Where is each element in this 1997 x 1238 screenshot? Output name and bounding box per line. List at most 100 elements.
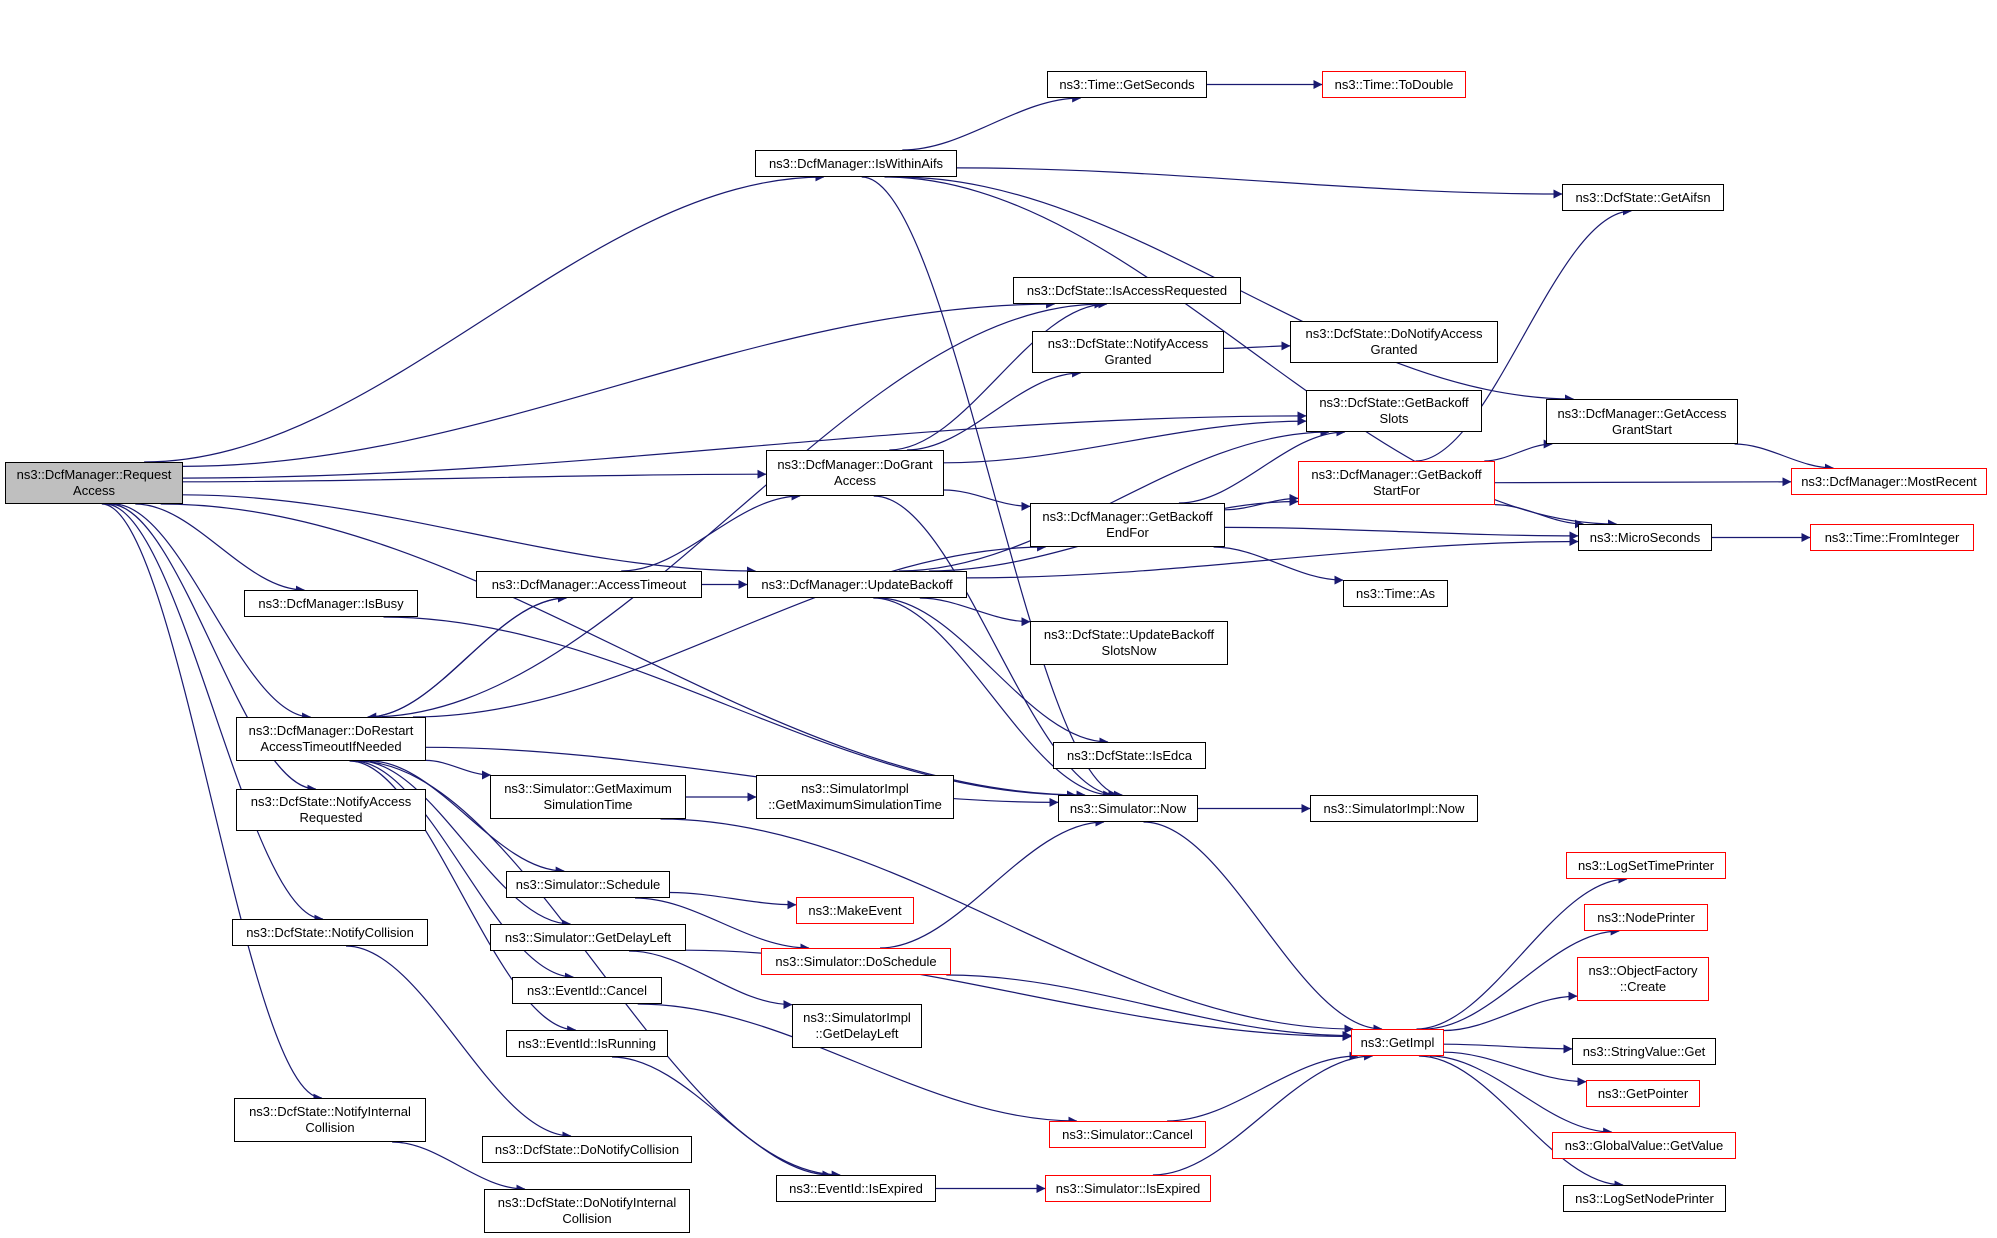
node-sim-now[interactable]: ns3::Simulator::Now bbox=[1058, 795, 1198, 822]
node-do-schedule[interactable]: ns3::Simulator::DoSchedule bbox=[761, 948, 951, 975]
node-most-recent[interactable]: ns3::DcfManager::MostRecent bbox=[1791, 468, 1987, 495]
edge-do-grant-access-to-get-backoff-slots bbox=[943, 416, 1307, 464]
node-label-line: ns3::DcfState::DoNotifyCollision bbox=[494, 1141, 680, 1157]
node-label-line: Access bbox=[834, 473, 876, 488]
node-label-line: ns3::Simulator::Now bbox=[1069, 800, 1187, 816]
node-object-factory-create[interactable]: ns3::ObjectFactory::Create bbox=[1577, 957, 1709, 1001]
node-label-line: ns3::StringValue::Get bbox=[1582, 1043, 1706, 1059]
edge-get-backoff-start-for-to-micro-seconds bbox=[1494, 504, 1584, 529]
node-is-access-requested[interactable]: ns3::DcfState::IsAccessRequested bbox=[1013, 277, 1241, 304]
node-label-line: ns3::Time::ToDouble bbox=[1334, 76, 1454, 92]
node-sim-cancel[interactable]: ns3::Simulator::Cancel bbox=[1049, 1121, 1206, 1148]
node-get-impl[interactable]: ns3::GetImpl bbox=[1351, 1029, 1444, 1056]
edge-do-restart-to-get-max-sim-time bbox=[425, 759, 491, 780]
node-string-value-get[interactable]: ns3::StringValue::Get bbox=[1572, 1038, 1716, 1065]
node-label-line: ns3::DcfManager::GetBackoff bbox=[1311, 467, 1482, 482]
node-label-line: ns3::Simulator::GetMaximum bbox=[504, 781, 672, 796]
edge-request-access-to-notify-access-requested bbox=[109, 503, 317, 794]
node-label-line: ns3::Time::FromInteger bbox=[1824, 529, 1960, 545]
node-time-as[interactable]: ns3::Time::As bbox=[1343, 580, 1448, 607]
edge-sim-now-to-get-impl bbox=[1143, 821, 1383, 1034]
node-label-line: ns3::DcfManager::DoRestart bbox=[248, 723, 414, 738]
node-label-line: ns3::DcfState::UpdateBackoff bbox=[1043, 627, 1215, 642]
node-log-set-time-printer[interactable]: ns3::LogSetTimePrinter bbox=[1566, 852, 1726, 879]
node-schedule[interactable]: ns3::Simulator::Schedule bbox=[506, 871, 670, 898]
node-label-line: ns3::DcfManager::IsBusy bbox=[258, 595, 404, 611]
node-update-backoff[interactable]: ns3::DcfManager::UpdateBackoff bbox=[747, 571, 967, 598]
node-label-line: Collision bbox=[562, 1211, 612, 1226]
edge-request-access-to-do-grant-access bbox=[182, 469, 767, 483]
node-global-value-get-value[interactable]: ns3::GlobalValue::GetValue bbox=[1552, 1132, 1736, 1159]
node-label-line: ns3::DcfState::NotifyCollision bbox=[246, 924, 414, 940]
node-event-id-cancel[interactable]: ns3::EventId::Cancel bbox=[512, 977, 662, 1004]
node-label-line: ns3::SimulatorImpl bbox=[803, 1010, 911, 1025]
node-label-line: EndFor bbox=[1106, 525, 1149, 540]
node-label-line: ns3::Simulator::Schedule bbox=[515, 876, 661, 892]
edge-request-access-to-is-within-aifs bbox=[144, 172, 825, 463]
edge-get-backoff-end-for-to-micro-seconds bbox=[1224, 526, 1579, 541]
node-impl-get-delay-left[interactable]: ns3::SimulatorImpl::GetDelayLeft bbox=[792, 1004, 922, 1048]
node-is-within-aifs[interactable]: ns3::DcfManager::IsWithinAifs bbox=[755, 150, 957, 177]
node-label-line: ns3::GetImpl bbox=[1360, 1034, 1435, 1050]
node-label-line: ns3::DcfManager::UpdateBackoff bbox=[761, 576, 953, 592]
node-get-delay-left[interactable]: ns3::Simulator::GetDelayLeft bbox=[490, 924, 686, 951]
edge-notify-access-granted-to-do-notify-access-granted bbox=[1223, 341, 1291, 351]
edge-is-within-aifs-to-get-seconds bbox=[902, 93, 1082, 151]
node-notify-collision[interactable]: ns3::DcfState::NotifyCollision bbox=[232, 919, 428, 946]
node-get-aifsn[interactable]: ns3::DcfState::GetAifsn bbox=[1562, 184, 1724, 211]
edge-update-backoff-to-get-backoff-slots bbox=[898, 427, 1330, 572]
edge-do-grant-access-to-notify-access-granted bbox=[906, 368, 1082, 451]
node-access-timeout[interactable]: ns3::DcfManager::AccessTimeout bbox=[476, 571, 702, 598]
node-is-edca[interactable]: ns3::DcfState::IsEdca bbox=[1053, 742, 1206, 769]
edge-notify-collision-to-do-notify-collision bbox=[345, 945, 572, 1141]
node-label-line: ns3::LogSetTimePrinter bbox=[1577, 857, 1715, 873]
node-label-line: ns3::DcfManager::GetBackoff bbox=[1042, 509, 1213, 524]
edge-is-within-aifs-to-micro-seconds bbox=[884, 176, 1617, 529]
node-sim-is-expired[interactable]: ns3::Simulator::IsExpired bbox=[1045, 1175, 1211, 1202]
node-from-integer[interactable]: ns3::Time::FromInteger bbox=[1810, 524, 1974, 551]
node-label-line: ns3::DcfManager::AccessTimeout bbox=[491, 576, 687, 592]
edge-request-access-to-is-access-requested bbox=[182, 299, 1056, 467]
node-to-double[interactable]: ns3::Time::ToDouble bbox=[1322, 71, 1466, 98]
node-event-id-is-expired[interactable]: ns3::EventId::IsExpired bbox=[776, 1175, 936, 1202]
edge-do-grant-access-to-sim-now bbox=[873, 495, 1118, 800]
node-do-notify-collision[interactable]: ns3::DcfState::DoNotifyCollision bbox=[482, 1136, 692, 1163]
node-make-event[interactable]: ns3::MakeEvent bbox=[796, 897, 914, 924]
node-label-line: ns3::EventId::IsRunning bbox=[517, 1035, 657, 1051]
node-get-pointer[interactable]: ns3::GetPointer bbox=[1586, 1080, 1700, 1107]
node-label-line: ns3::DcfManager::GetAccess bbox=[1557, 405, 1727, 421]
edge-do-schedule-to-get-impl bbox=[946, 974, 1352, 1040]
node-micro-seconds[interactable]: ns3::MicroSeconds bbox=[1578, 524, 1712, 551]
node-event-id-is-running[interactable]: ns3::EventId::IsRunning bbox=[506, 1030, 668, 1057]
edge-get-backoff-start-for-to-most-recent bbox=[1494, 477, 1792, 487]
edge-do-restart-to-sim-now bbox=[425, 746, 1059, 807]
node-label-line: ns3::SimulatorImpl bbox=[801, 781, 909, 796]
edge-get-delay-left-to-impl-get-delay-left bbox=[628, 950, 793, 1010]
node-label-line: ns3::Time::GetSeconds bbox=[1059, 76, 1195, 92]
edge-notify-internal-collision-to-do-notify-internal-collision bbox=[392, 1141, 526, 1194]
node-label-line: ns3::DcfManager::Request bbox=[16, 467, 172, 482]
node-impl-now[interactable]: ns3::SimulatorImpl::Now bbox=[1310, 795, 1478, 822]
node-node-printer[interactable]: ns3::NodePrinter bbox=[1584, 904, 1708, 931]
node-impl-get-max-sim-time[interactable]: ns3::SimulatorImpl::GetMaximumSimulation… bbox=[756, 775, 954, 819]
node-label-line: ns3::MicroSeconds bbox=[1589, 529, 1701, 545]
node-log-set-node-printer[interactable]: ns3::LogSetNodePrinter bbox=[1563, 1185, 1726, 1212]
edge-get-access-grant-start-to-most-recent bbox=[1734, 443, 1834, 473]
node-is-busy[interactable]: ns3::DcfManager::IsBusy bbox=[244, 590, 418, 617]
node-get-seconds[interactable]: ns3::Time::GetSeconds bbox=[1047, 71, 1207, 98]
node-label-line: Access bbox=[73, 483, 115, 498]
